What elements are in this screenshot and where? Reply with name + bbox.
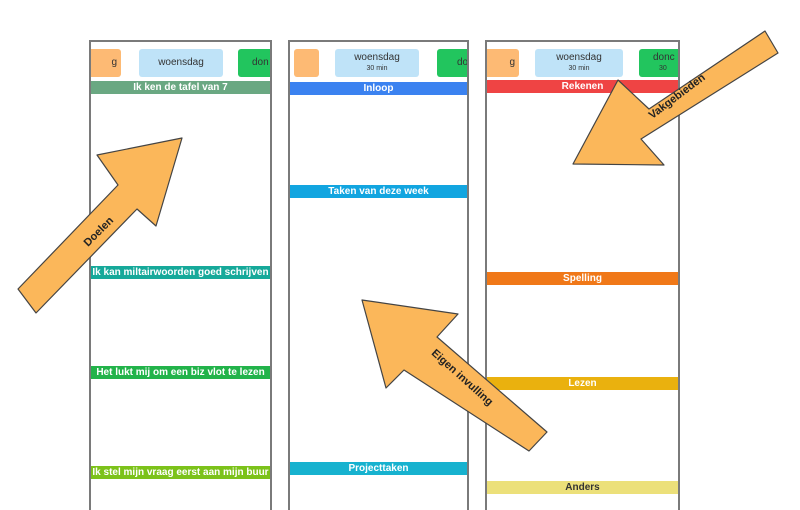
goal-strip[interactable]: Het lukt mij om een biz vlot te lezen	[91, 366, 270, 379]
subject-strip[interactable]: Lezen	[487, 377, 678, 390]
goal-strip[interactable]: Ik ken de tafel van 7	[91, 81, 270, 94]
day-tab-prev[interactable]: g	[487, 49, 519, 77]
activity-strip[interactable]: Taken van deze week	[290, 185, 467, 198]
day-tab-current[interactable]: woensdag	[139, 49, 223, 77]
day-tab-next[interactable]: donc 30	[639, 49, 678, 77]
goal-strip[interactable]: Ik stel mijn vraag eerst aan mijn buur	[91, 466, 270, 479]
subject-strip[interactable]: Anders	[487, 481, 678, 494]
subject-strip[interactable]: Spelling	[487, 272, 678, 285]
day-tab-current[interactable]: woensdag 30 min	[335, 49, 419, 77]
day-tab-next[interactable]: don	[238, 49, 270, 77]
day-tab-prev[interactable]: g	[91, 49, 121, 77]
day-tab-next[interactable]: do	[437, 49, 467, 77]
day-tab-prev[interactable]	[294, 49, 319, 77]
own-schedule-panel: woensdag 30 min do Inloop Taken van deze…	[288, 40, 469, 510]
subjects-panel: g woensdag 30 min donc 30 Rekenen Spelli…	[485, 40, 680, 510]
activity-strip[interactable]: Projecttaken	[290, 462, 467, 475]
activity-strip[interactable]: Inloop	[290, 82, 467, 95]
day-tab-current[interactable]: woensdag 30 min	[535, 49, 623, 77]
subject-strip[interactable]: Rekenen	[487, 80, 678, 93]
goals-panel: g woensdag don Ik ken de tafel van 7 Ik …	[89, 40, 272, 510]
goal-strip[interactable]: Ik kan miltairwoorden goed schrijven	[91, 266, 270, 279]
